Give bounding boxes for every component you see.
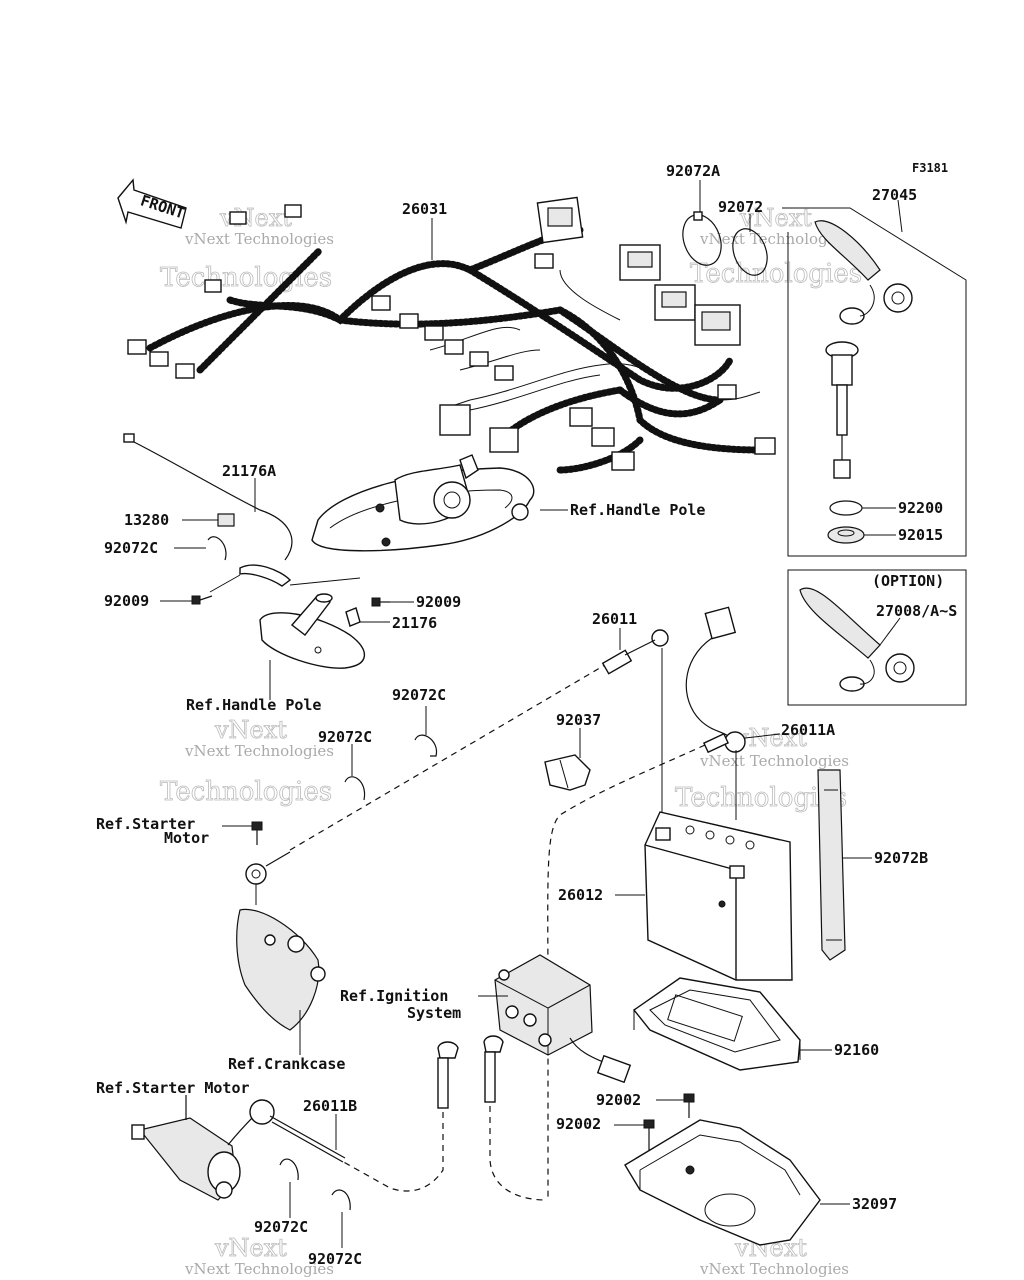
battery-26012 — [644, 811, 793, 981]
svg-text:vNext Technologies: vNext Technologies — [699, 230, 849, 248]
cover-92037 — [544, 754, 591, 791]
label-21176A: 21176A — [222, 462, 276, 480]
handle-pole-bracket — [311, 454, 535, 552]
crankcase-ref — [236, 908, 326, 1031]
bolt-starter — [251, 821, 263, 845]
svg-text:vNext Technologies: vNext Technologies — [699, 1260, 849, 1278]
label-option: (OPTION) — [872, 572, 944, 590]
cable-26011A — [547, 606, 746, 1200]
label-92002-2: 92002 — [556, 1115, 601, 1133]
label-26031: 26031 — [402, 200, 447, 218]
main-harness — [127, 196, 776, 474]
label-26011: 26011 — [592, 610, 637, 628]
svg-text:vNext: vNext — [214, 716, 287, 744]
bracket — [239, 564, 292, 587]
clamp-92072C-5 — [331, 1189, 351, 1211]
label-92072C-4: 92072C — [254, 1218, 308, 1236]
figure-code: F3181 — [912, 161, 948, 175]
label-92009-1: 92009 — [104, 592, 149, 610]
handle-pole-lower — [259, 593, 366, 669]
label-27045: 27045 — [872, 186, 917, 204]
label-13280: 13280 — [124, 511, 169, 529]
label-ref-handle-pole-1: Ref.Handle Pole — [570, 501, 705, 519]
clamp-92072C-3 — [344, 776, 366, 801]
key-27045 — [814, 220, 913, 479]
ignition-coil-ref — [339, 954, 632, 1201]
svg-text:vNext Technologies: vNext Technologies — [699, 752, 849, 770]
starter-motor-ref — [131, 1095, 241, 1201]
label-27008: 27008/A~S — [876, 602, 957, 620]
label-plate-13280 — [217, 513, 235, 527]
strap-92072B — [817, 769, 846, 961]
clamp-92072C-1 — [207, 536, 227, 561]
svg-text:vNext Technologies: vNext Technologies — [184, 230, 334, 248]
cable-26011B — [227, 1099, 346, 1163]
bolt-92002-2 — [643, 1119, 655, 1150]
bolt-92009-1 — [191, 595, 213, 605]
tray-32097 — [624, 1119, 821, 1246]
band-92072 — [732, 228, 768, 276]
svg-text:vNext: vNext — [214, 1234, 287, 1262]
label-92072C-2: 92072C — [392, 686, 446, 704]
label-ref-ignition-b: System — [407, 1004, 461, 1022]
clip-21176 — [345, 607, 361, 627]
label-92072C-1: 92072C — [104, 539, 158, 557]
svg-text:Technologies: Technologies — [160, 777, 332, 807]
label-92002-1: 92002 — [596, 1091, 641, 1109]
label-92037: 92037 — [556, 711, 601, 729]
label-ref-crankcase: Ref.Crankcase — [228, 1055, 345, 1073]
cable-26011 — [245, 629, 669, 885]
washer-92200 — [829, 500, 863, 516]
bolt-92002-1 — [683, 1093, 695, 1118]
label-21176: 21176 — [392, 614, 437, 632]
svg-text:Technologies: Technologies — [690, 259, 862, 289]
bolt-92009-2 — [371, 597, 390, 607]
svg-text:vNext Technologies: vNext Technologies — [184, 1260, 334, 1278]
label-92072: 92072 — [718, 198, 763, 216]
label-26012: 26012 — [558, 886, 603, 904]
label-92072B: 92072B — [874, 849, 928, 867]
label-92160: 92160 — [834, 1041, 879, 1059]
label-92072A: 92072A — [666, 162, 720, 180]
nut-92015 — [827, 526, 865, 544]
label-ref-ignition-a: Ref.Ignition — [340, 987, 448, 1005]
label-92072C-3: 92072C — [318, 728, 372, 746]
battery-case-92160 — [632, 977, 801, 1071]
label-92072C-5: 92072C — [308, 1250, 362, 1268]
band-92072A — [682, 211, 722, 266]
label-ref-handle-pole-2: Ref.Handle Pole — [186, 696, 321, 714]
label-92200: 92200 — [898, 499, 943, 517]
clamp-92072C-2 — [414, 734, 438, 757]
label-92009-2: 92009 — [416, 593, 461, 611]
clamp-92072C-4 — [279, 1158, 299, 1181]
label-26011A: 26011A — [781, 721, 835, 739]
option-box — [787, 569, 967, 706]
svg-text:vNext Technologies: vNext Technologies — [184, 742, 334, 760]
label-ref-starter-1b: Motor — [164, 829, 209, 847]
label-ref-starter-1a: Ref.Starter — [96, 815, 195, 833]
label-32097: 32097 — [852, 1195, 897, 1213]
front-arrow-icon: FRONT — [117, 178, 187, 229]
sensor-lead-21176A — [123, 433, 293, 561]
label-ref-starter-2: Ref.Starter Motor — [96, 1079, 250, 1097]
label-26011B: 26011B — [303, 1097, 357, 1115]
label-92015: 92015 — [898, 526, 943, 544]
